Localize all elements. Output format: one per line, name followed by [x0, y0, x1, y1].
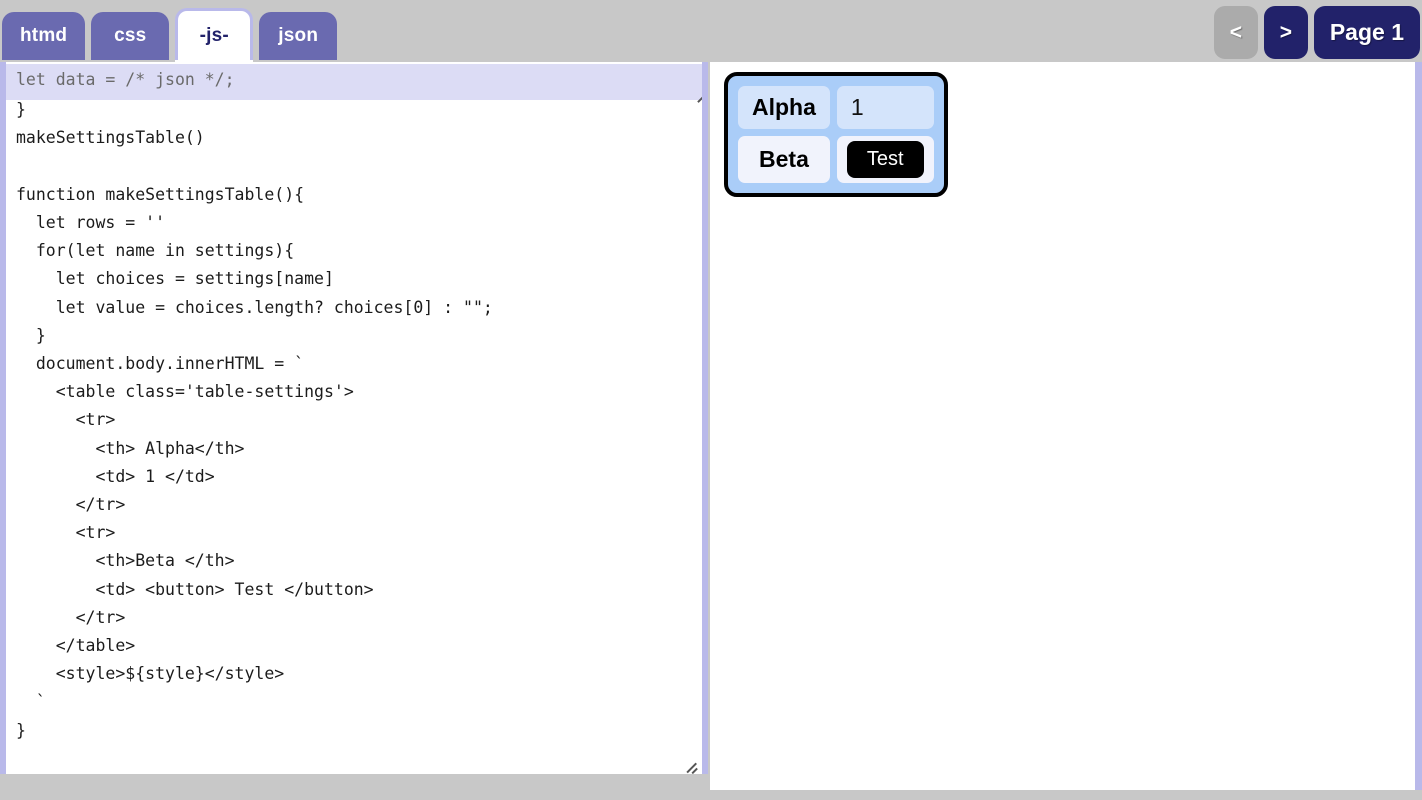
top-bar: htmd css -js- json < > Page 1: [0, 0, 1422, 62]
tab-json-label: json: [278, 25, 319, 46]
json-snippet-resize-handle[interactable]: [694, 88, 702, 102]
settings-row-value-beta: Test: [836, 136, 934, 183]
test-button[interactable]: Test: [846, 141, 924, 178]
next-page-button[interactable]: >: [1263, 6, 1308, 59]
settings-row-value-alpha: 1: [836, 86, 934, 129]
tab-css-label: css: [114, 25, 147, 46]
tab-htmd[interactable]: htmd: [2, 12, 86, 60]
page-indicator-button[interactable]: Page 1: [1313, 6, 1420, 59]
prev-page-button[interactable]: <: [1213, 6, 1258, 59]
tab-js-label: -js-: [199, 24, 229, 46]
settings-row-header-beta: Beta: [738, 136, 830, 183]
page-indicator-label: Page 1: [1329, 19, 1404, 45]
tab-strip: htmd css -js- json: [0, 8, 338, 60]
table-row: Alpha 1: [738, 86, 934, 129]
settings-table: Alpha 1 Beta Test: [724, 72, 948, 197]
tab-js[interactable]: -js-: [175, 8, 254, 60]
code-editor-text[interactable]: 'beta' : words('a b c d e') } makeSettin…: [16, 72, 493, 740]
tab-css[interactable]: css: [91, 12, 170, 60]
pager-controls: < > Page 1: [1213, 6, 1420, 59]
code-editor-pane[interactable]: 'beta' : words('a b c d e') } makeSettin…: [0, 62, 708, 774]
json-snippet-input[interactable]: [6, 64, 702, 100]
tab-json[interactable]: json: [259, 12, 338, 60]
prev-page-label: <: [1229, 20, 1242, 44]
tab-htmd-label: htmd: [20, 25, 68, 46]
table-row: Beta Test: [738, 136, 934, 183]
next-page-label: >: [1279, 20, 1292, 44]
code-editor-resize-handle[interactable]: [684, 758, 698, 772]
settings-row-header-alpha: Alpha: [738, 86, 830, 129]
preview-pane: Alpha 1 Beta Test: [710, 62, 1422, 790]
